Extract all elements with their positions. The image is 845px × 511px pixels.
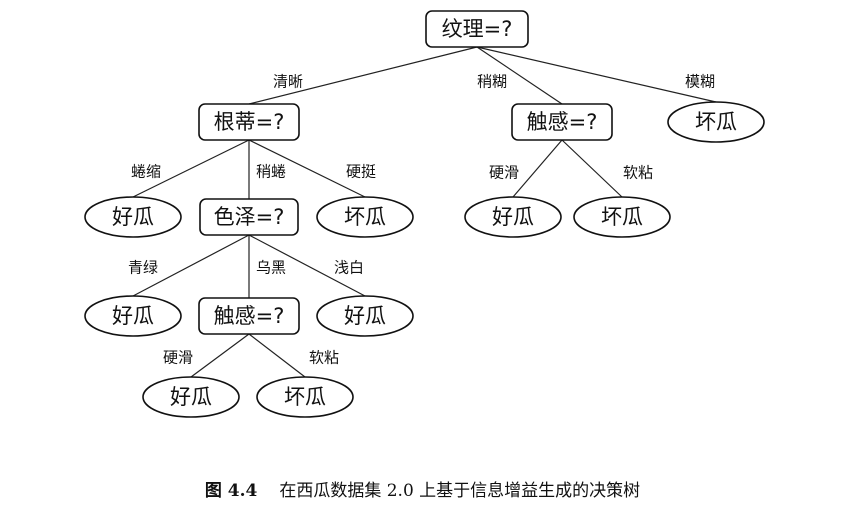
node-label: 色泽=? [214,205,285,229]
edge-root-gendi [248,46,478,105]
leaf-node-ellipse [316,196,414,238]
edge-label: 硬滑 [163,349,193,367]
figure-number: 图 4.4 [204,481,258,501]
decision-node-box [199,198,299,236]
leaf-node-ellipse [84,295,182,337]
edge-gendi-leaf_quansuo [132,139,250,198]
edge-chugan1-leaf_c1_ruannian [561,139,623,198]
decision-node-chugan2: 触感=? [198,297,300,335]
leaf-node-leaf_qianbai: 好瓜 [316,295,414,337]
decision-node-sezе: 色泽=? [199,198,299,236]
node-label: 坏瓜 [601,205,643,229]
node-label: 好瓜 [112,304,154,328]
figure-caption-text: 在西瓜数据集 2.0 上基于信息增益生成的决策树 [279,481,641,501]
node-label: 触感=? [527,110,598,134]
node-label: 触感=? [214,304,285,328]
leaf-node-leaf_c1_yinghua: 好瓜 [464,196,562,238]
edge-label: 稍糊 [477,73,507,91]
edge-sezе-leaf_qinglv [132,234,250,297]
decision-node-box [511,103,613,141]
edge-sezе-leaf_qianbai [248,234,366,297]
edge-label: 软粘 [309,349,339,367]
node-label: 好瓜 [344,304,386,328]
node-label: 好瓜 [492,205,534,229]
edge-root-leaf_mohu [476,46,717,103]
edge-root-chugan1 [476,46,563,105]
leaf-node-ellipse [256,376,354,418]
edge-label: 模糊 [685,73,715,91]
figure-caption: 图 4.4 在西瓜数据集 2.0 上基于信息增益生成的决策树 [0,476,845,501]
edge-label: 青绿 [128,259,158,277]
leaf-node-leaf_c1_ruannian: 坏瓜 [573,196,671,238]
edges-layer [132,46,717,378]
edge-chugan2-leaf_c2_yinghua [190,333,250,378]
decision-node-box [425,10,529,48]
decision-tree-diagram: 清晰稍糊模糊蜷缩稍蜷硬挺硬滑软粘青绿乌黑浅白硬滑软粘 纹理=?根蒂=?触感=?坏… [84,10,765,418]
edge-labels-layer: 清晰稍糊模糊蜷缩稍蜷硬挺硬滑软粘青绿乌黑浅白硬滑软粘 [128,73,715,367]
node-label: 坏瓜 [284,385,326,409]
edge-label: 清晰 [273,73,303,91]
node-label: 坏瓜 [344,205,386,229]
decision-node-chugan1: 触感=? [511,103,613,141]
edge-chugan1-leaf_c1_yinghua [512,139,563,198]
leaf-node-leaf_yingting: 坏瓜 [316,196,414,238]
node-label: 根蒂=? [214,110,285,134]
node-label: 好瓜 [170,385,212,409]
edge-gendi-leaf_yingting [248,139,366,198]
decision-node-gendi: 根蒂=? [198,103,300,141]
leaf-node-ellipse [142,376,240,418]
edge-label: 蜷缩 [131,163,161,181]
leaf-node-ellipse [316,295,414,337]
decision-node-box [198,297,300,335]
node-label: 好瓜 [112,205,154,229]
leaf-node-ellipse [84,196,182,238]
leaf-node-ellipse [464,196,562,238]
leaf-node-leaf_mohu: 坏瓜 [667,101,765,143]
nodes-layer: 纹理=?根蒂=?触感=?坏瓜好瓜色泽=?坏瓜好瓜坏瓜好瓜触感=?好瓜好瓜坏瓜 [84,10,765,418]
leaf-node-ellipse [667,101,765,143]
edge-label: 硬挺 [346,163,376,181]
decision-node-root: 纹理=? [425,10,529,48]
edge-label: 硬滑 [489,164,519,182]
node-label: 纹理=? [442,17,513,41]
edge-chugan2-leaf_c2_ruannian [248,333,306,378]
leaf-node-leaf_c2_ruannian: 坏瓜 [256,376,354,418]
edge-label: 稍蜷 [256,163,286,181]
leaf-node-leaf_c2_yinghua: 好瓜 [142,376,240,418]
edge-label: 乌黑 [256,259,286,277]
leaf-node-leaf_quansuo: 好瓜 [84,196,182,238]
edge-label: 软粘 [623,164,653,182]
leaf-node-ellipse [573,196,671,238]
edge-label: 浅白 [334,259,364,277]
node-label: 坏瓜 [695,110,737,134]
decision-node-box [198,103,300,141]
leaf-node-leaf_qinglv: 好瓜 [84,295,182,337]
